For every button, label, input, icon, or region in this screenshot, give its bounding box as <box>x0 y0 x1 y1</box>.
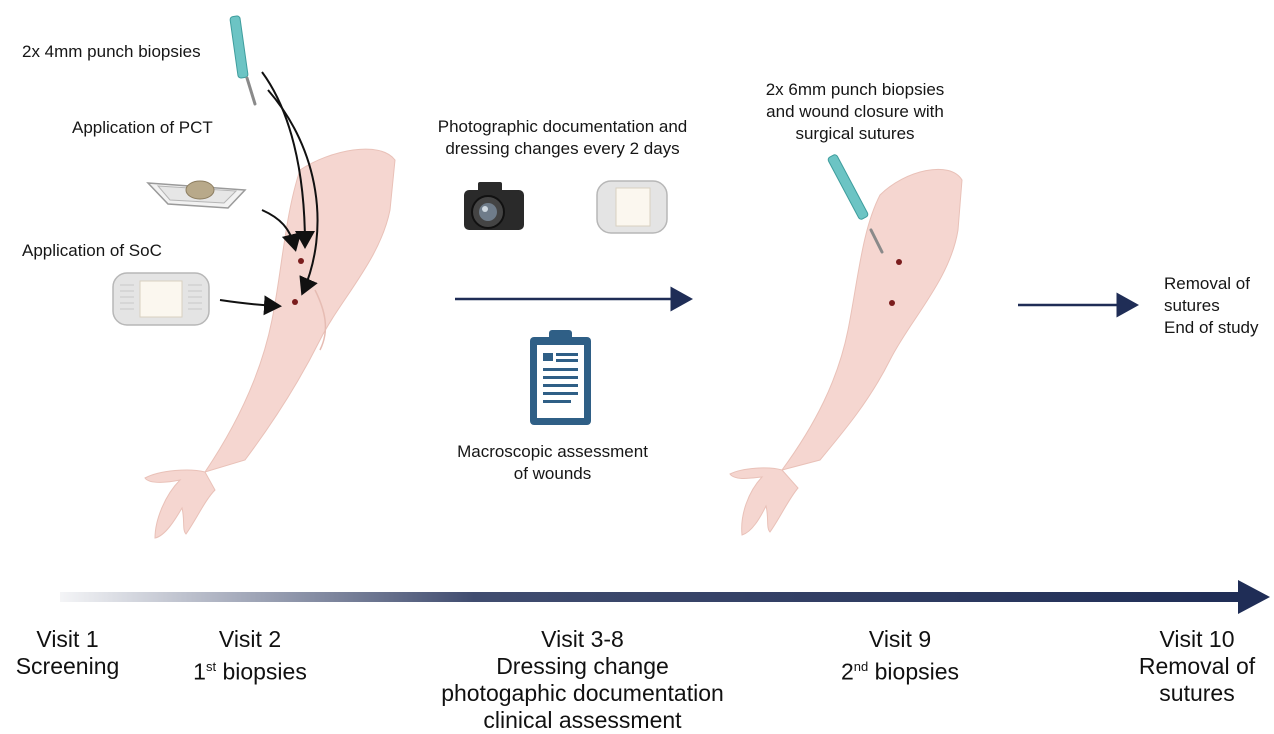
arm-right-illustration <box>730 169 962 535</box>
visit-3-8-label: Visit 3-8 Dressing change photogaphic do… <box>410 626 755 734</box>
wound-dot-lower-right <box>889 300 895 306</box>
wound-dot-lower-left <box>292 299 298 305</box>
label-application-soc: Application of SoC <box>22 240 162 262</box>
wound-dot-upper-right <box>896 259 902 265</box>
label-4mm-punch-biopsies: 2x 4mm punch biopsies <box>22 41 201 63</box>
punch-biopsy-tool-6mm-icon <box>827 154 882 252</box>
label-photographic-documentation: Photographic documentation and dressing … <box>400 116 725 160</box>
camera-icon <box>464 182 524 230</box>
arm-left-illustration <box>145 149 395 538</box>
punch-biopsy-tool-icon <box>230 16 255 104</box>
label-macroscopic-assessment: Macroscopic assessment of wounds <box>420 441 685 485</box>
visit-9-label: Visit 9 2nd biopsies <box>815 626 985 686</box>
soc-dressing-icon <box>113 273 209 325</box>
visit-1-label: Visit 1 Screening <box>0 626 135 680</box>
dressing-icon <box>597 181 667 233</box>
timeline-arrow <box>60 580 1270 614</box>
clipboard-icon <box>530 330 591 425</box>
arrow-soc-to-wound <box>220 300 278 306</box>
pct-tray-icon <box>148 181 245 208</box>
wound-dot-upper-left <box>298 258 304 264</box>
label-6mm-punch-biopsies: 2x 6mm punch biopsies and wound closure … <box>735 79 975 145</box>
label-application-pct: Application of PCT <box>72 117 213 139</box>
visit-10-label: Visit 10 Removal of sutures <box>1120 626 1274 707</box>
visit-2-label: Visit 2 1st biopsies <box>170 626 330 686</box>
label-removal-of-sutures: Removal of sutures End of study <box>1164 273 1259 339</box>
